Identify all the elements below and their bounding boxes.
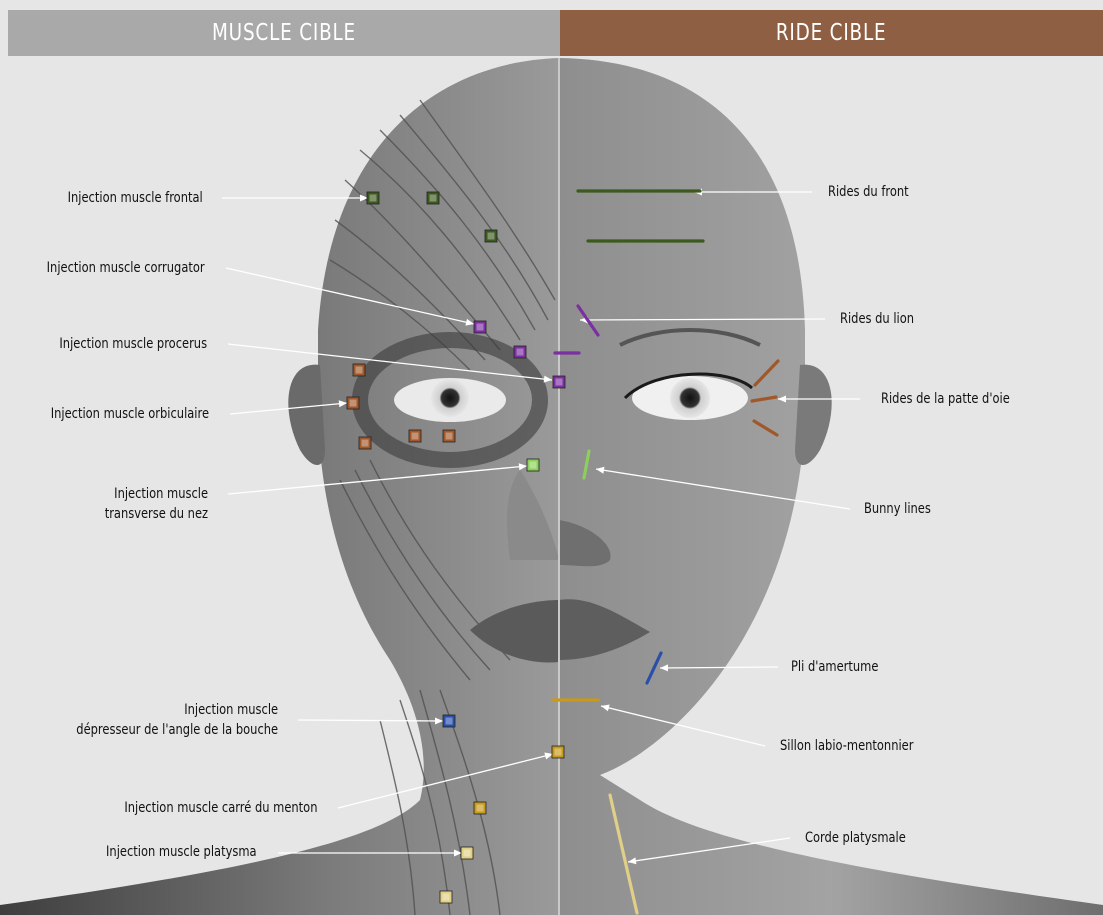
left-label-3-injection-marker-1 [553,376,565,388]
left-label-1-injection-marker-1 [367,192,379,204]
left-label-8: Injection muscle platysma [106,842,257,862]
left-label-7: Injection muscle carré du menton [124,798,317,818]
left-label-5-line-2: transverse du nez [105,504,208,524]
left-label-6-line-1: Injection muscle [76,700,278,720]
left-label-4-injection-marker-1 [347,397,359,409]
muscle-half [0,58,559,915]
right-label-2: Rides du lion [840,309,914,329]
left-label-4-injection-marker-5 [443,430,455,442]
right-label-6-line-1: Sillon labio-mentonnier [780,736,913,756]
left-label-1-injection-marker-3 [485,230,497,242]
left-label-3-line-1: Injection muscle procerus [59,334,207,354]
left-label-5-injection-marker-1 [527,459,539,471]
left-label-1: Injection muscle frontal [68,188,203,208]
right-label-6: Sillon labio-mentonnier [780,736,913,756]
right-label-4-line-1: Bunny lines [864,499,931,519]
right-label-7-line-1: Corde platysmale [805,828,906,848]
left-label-8-line-1: Injection muscle platysma [106,842,257,862]
left-label-1-line-1: Injection muscle frontal [68,188,203,208]
right-label-1-line-1: Rides du front [828,182,909,202]
right-label-4: Bunny lines [864,499,931,519]
left-label-2: Injection muscle corrugator [47,258,205,278]
left-label-7-injection-marker-2 [474,802,486,814]
right-label-5: Pli d'amertume [791,657,878,677]
right-label-5-line-1: Pli d'amertume [791,657,878,677]
left-label-6-line-2: dépresseur de l'angle de la bouche [76,720,278,740]
right-label-3-line-1: Rides de la patte d'oie [881,389,1010,409]
left-label-2-injection-marker-1 [474,321,486,333]
left-label-7-line-1: Injection muscle carré du menton [124,798,317,818]
right-label-1: Rides du front [828,182,909,202]
left-label-4-injection-marker-2 [353,364,365,376]
right-label-7: Corde platysmale [805,828,906,848]
left-label-8-injection-marker-1 [461,847,473,859]
left-label-3: Injection muscle procerus [59,334,207,354]
left-label-6-injection-marker-1 [443,715,455,727]
left-label-4-injection-marker-3 [359,437,371,449]
right-label-3: Rides de la patte d'oie [881,389,1010,409]
left-label-4-injection-marker-4 [409,430,421,442]
left-label-5-line-1: Injection muscle [105,484,208,504]
left-label-7-injection-marker-1 [552,746,564,758]
left-label-2-line-1: Injection muscle corrugator [47,258,205,278]
left-label-1-injection-marker-2 [427,192,439,204]
right-label-2-line-1: Rides du lion [840,309,914,329]
left-label-4: Injection muscle orbiculaire [51,404,209,424]
left-label-4-line-1: Injection muscle orbiculaire [51,404,209,424]
left-label-3-injection-marker-2 [514,346,526,358]
left-label-8-injection-marker-2 [440,891,452,903]
